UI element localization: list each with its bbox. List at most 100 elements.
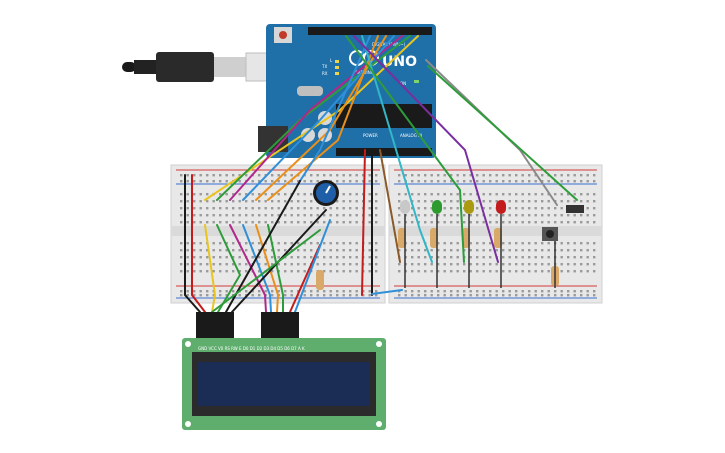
breadboard-hole <box>193 207 196 210</box>
breadboard-hole <box>417 290 420 293</box>
breadboard-hole <box>284 249 287 252</box>
breadboard-hole <box>368 174 371 177</box>
breadboard-hole <box>404 193 407 196</box>
breadboard-hole <box>251 290 254 293</box>
lcd-pin-labels: GND VCC V0 RS RW E D0 D1 D2 D3 D4 D5 D6 … <box>198 346 305 351</box>
breadboard-hole <box>430 200 433 203</box>
breadboard-hole <box>342 221 345 224</box>
breadboard-hole <box>430 214 433 217</box>
breadboard-hole <box>547 242 550 245</box>
breadboard-hole <box>258 207 261 210</box>
lcd-module: GND VCC V0 RS RW E D0 D1 D2 D3 D4 D5 D6 … <box>182 338 386 430</box>
breadboard-hole <box>264 249 267 252</box>
breadboard-hole <box>251 180 254 183</box>
breadboard-hole <box>443 207 446 210</box>
breadboard-hole <box>284 200 287 203</box>
breadboard-hole <box>469 256 472 259</box>
breadboard-hole <box>186 263 189 266</box>
breadboard-hole <box>424 270 427 273</box>
breadboard-hole <box>521 290 524 293</box>
breadboard-hole <box>375 270 378 273</box>
breadboard-hole <box>251 207 254 210</box>
reset-button[interactable] <box>279 31 287 39</box>
breadboard-hole <box>297 290 300 293</box>
breadboard-hole <box>476 174 479 177</box>
breadboard-hole <box>310 294 313 297</box>
slide-switch[interactable] <box>566 205 584 213</box>
breadboard-hole <box>186 294 189 297</box>
breadboard-hole <box>534 249 537 252</box>
breadboard-hole <box>528 180 531 183</box>
breadboard-hole <box>508 270 511 273</box>
breadboard-hole <box>476 200 479 203</box>
breadboard-hole <box>342 263 345 266</box>
breadboard-hole <box>232 263 235 266</box>
breadboard-hole <box>560 174 563 177</box>
breadboard-hole <box>424 256 427 259</box>
breadboard-hole <box>290 207 293 210</box>
breadboard-hole <box>349 242 352 245</box>
breadboard-hole <box>450 180 453 183</box>
breadboard-hole <box>212 180 215 183</box>
breadboard-hole <box>368 200 371 203</box>
breadboard-hole <box>515 256 518 259</box>
breadboard-hole <box>199 221 202 224</box>
breadboard-hole <box>310 221 313 224</box>
breadboard-hole <box>463 270 466 273</box>
breadboard-hole <box>404 294 407 297</box>
breadboard-hole <box>193 214 196 217</box>
breadboard-hole <box>580 294 583 297</box>
breadboard-hole <box>362 180 365 183</box>
breadboard-hole <box>199 294 202 297</box>
breadboard-hole <box>186 242 189 245</box>
breadboard-hole <box>593 294 596 297</box>
breadboard-hole <box>495 290 498 293</box>
breadboard-hole <box>456 294 459 297</box>
breadboard-hole <box>219 294 222 297</box>
breadboard-hole <box>567 174 570 177</box>
breadboard-hole <box>528 249 531 252</box>
breadboard-hole <box>212 270 215 273</box>
potentiometer[interactable] <box>313 180 339 206</box>
breadboard-hole <box>534 207 537 210</box>
breadboard-hole <box>271 270 274 273</box>
breadboard-hole <box>515 221 518 224</box>
push-button[interactable] <box>542 227 558 241</box>
breadboard-hole <box>417 207 420 210</box>
breadboard-hole <box>424 294 427 297</box>
breadboard-hole <box>258 200 261 203</box>
breadboard-hole <box>430 294 433 297</box>
breadboard-hole <box>290 174 293 177</box>
breadboard-hole <box>502 256 505 259</box>
breadboard-hole <box>437 270 440 273</box>
breadboard-hole <box>212 249 215 252</box>
wire-brown <box>379 149 401 263</box>
breadboard-hole <box>508 256 511 259</box>
breadboard-hole <box>443 193 446 196</box>
breadboard-hole <box>430 180 433 183</box>
breadboard-hole <box>586 174 589 177</box>
breadboard-hole <box>580 200 583 203</box>
breadboard-hole <box>515 174 518 177</box>
breadboard-hole <box>212 242 215 245</box>
breadboard-hole <box>508 200 511 203</box>
breadboard-hole <box>368 207 371 210</box>
breadboard-hole <box>469 242 472 245</box>
breadboard-hole <box>541 294 544 297</box>
breadboard-hole <box>528 174 531 177</box>
breadboard-hole <box>329 221 332 224</box>
component-legs <box>404 214 556 288</box>
breadboard-hole <box>534 263 537 266</box>
breadboard-hole <box>469 263 472 266</box>
breadboard-hole <box>206 180 209 183</box>
breadboard-hole <box>547 207 550 210</box>
breadboard-hole <box>329 249 332 252</box>
breadboard-hole <box>573 193 576 196</box>
wire-cyan <box>361 35 433 263</box>
breadboard-hole <box>476 242 479 245</box>
breadboard-hole <box>508 207 511 210</box>
breadboard-hole <box>547 200 550 203</box>
breadboard-hole <box>573 263 576 266</box>
analog-label: ANALOG IN <box>400 133 422 138</box>
breadboard-hole <box>463 290 466 293</box>
